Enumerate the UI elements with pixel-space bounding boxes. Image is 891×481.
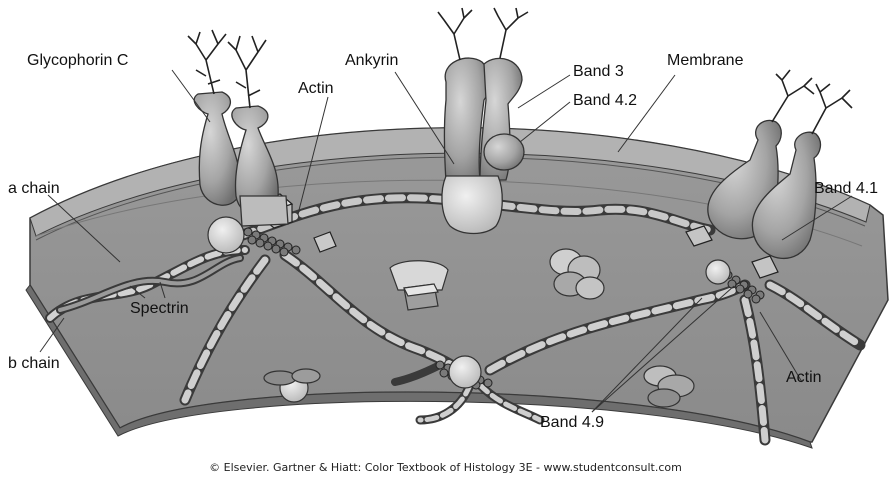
label-ankyrin: Ankyrin <box>345 52 398 70</box>
label-a-chain: a chain <box>8 180 60 198</box>
label-b-chain: b chain <box>8 355 60 373</box>
band-3-proteins <box>445 58 525 182</box>
label-band-3: Band 3 <box>573 63 624 81</box>
label-band-4-1: Band 4.1 <box>814 180 878 198</box>
label-glycophorin-c: Glycophorin C <box>27 52 128 70</box>
label-band-4-2: Band 4.2 <box>573 92 637 110</box>
label-band-4-9: Band 4.9 <box>540 414 604 432</box>
ankyrin-protein <box>442 176 502 234</box>
copyright-credit: © Elsevier. Gartner & Hiatt: Color Textb… <box>0 461 891 474</box>
band-3-glycans <box>438 8 528 60</box>
label-actin-top: Actin <box>298 80 334 98</box>
label-spectrin: Spectrin <box>130 300 189 318</box>
label-membrane: Membrane <box>667 52 743 70</box>
right-glycans <box>772 70 852 134</box>
label-actin-right: Actin <box>786 369 822 387</box>
